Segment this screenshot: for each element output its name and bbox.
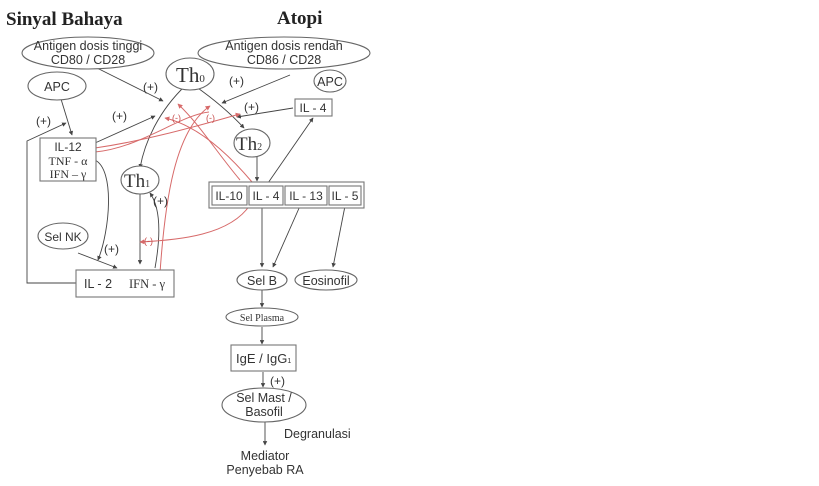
ige-label: IgE / IgG1	[236, 351, 291, 366]
node-apc-left: APC	[27, 71, 87, 101]
edge-il5-to-eosinofil	[331, 205, 346, 268]
cytokine-il13: IL - 13	[289, 189, 323, 203]
antigen-high-line2: CD80 / CD28	[51, 53, 125, 67]
edge-cytokines-to-il4	[267, 117, 314, 184]
node-il2-ifn-box: IL - 2 IFN - γ	[75, 269, 175, 298]
edge-il4-to-th	[236, 107, 294, 119]
edge-antigen-high-to-th	[96, 67, 164, 102]
cytokine-il5: IL - 5	[332, 189, 359, 203]
node-eosinofil: Eosinofil	[294, 269, 358, 291]
label-plus-il4: (+)	[244, 100, 259, 114]
edge-il12-inhibit-line	[94, 111, 210, 153]
node-th1: Th1	[120, 165, 160, 195]
edge-il2-feedback-to-apc	[26, 122, 76, 284]
th1-label: Th1	[124, 171, 150, 192]
edge-antigen-low-to-th	[221, 74, 291, 104]
edge-th0-to-th2	[194, 85, 245, 129]
activation-edges	[26, 67, 346, 446]
node-sel-mast: Sel Mast / Basofil	[221, 387, 307, 423]
edge-il13-to-selb	[272, 205, 301, 268]
label-plus-ifn-th1: (+)	[153, 194, 168, 208]
label-plus-ige: (+)	[270, 374, 285, 388]
il4-top-label: IL - 4	[300, 101, 327, 115]
sel-b-label: Sel B	[247, 274, 277, 288]
apc-right-label: APC	[317, 75, 343, 89]
node-th2: Th2	[233, 128, 271, 158]
edge-nk-to-il2	[77, 252, 118, 269]
label-plus-nk: (+)	[104, 242, 119, 256]
node-th0: Th0	[165, 57, 215, 91]
heading-atopi: Atopi	[277, 8, 322, 29]
il2-label: IL - 2	[84, 277, 112, 291]
antigen-high-line1: Antigen dosis tinggi	[34, 39, 142, 53]
sel-plasma-label: Sel Plasma	[240, 313, 285, 324]
edge-il12-to-th	[94, 115, 156, 144]
edge-apc-to-il12	[60, 98, 74, 136]
label-plus-antigen-high: (+)	[143, 80, 158, 94]
edge-ifn-inhibits-th2	[159, 105, 211, 274]
node-sel-b: Sel B	[236, 269, 288, 291]
node-apc-right: APC	[313, 69, 347, 93]
node-ige-box: IgE / IgG1	[230, 344, 297, 372]
node-sel-nk: Sel NK	[37, 222, 89, 250]
cytokine-il10: IL-10	[215, 189, 243, 203]
inhibition-edges	[94, 103, 253, 274]
edge-il12-inhibits-th2	[94, 112, 241, 149]
il12-label: IL-12	[54, 140, 82, 154]
mediator-line1: Mediator	[241, 449, 290, 463]
antigen-low-line2: CD86 / CD28	[247, 53, 321, 67]
node-antigen-low: Antigen dosis rendah CD86 / CD28	[197, 36, 371, 70]
sel-mast-line2: Basofil	[245, 405, 283, 419]
degranulasi-label: Degranulasi	[284, 427, 351, 441]
label-plus-antigen-low: (+)	[229, 74, 244, 88]
cytokine-box-il10	[211, 185, 248, 206]
node-mediator: Mediator Penyebab RA	[226, 449, 304, 477]
edge-th0-to-th1	[138, 85, 186, 169]
apc-left-label: APC	[44, 80, 70, 94]
th0-label: Th0	[176, 63, 205, 87]
label-plus-il12: (+)	[112, 109, 127, 123]
th2-label: Th2	[236, 134, 262, 155]
edge-il4-inhibits-th1	[164, 116, 253, 183]
ifn-label: IFN – γ	[50, 167, 87, 181]
node-cytokine-group: IL-10 IL - 4 IL - 13 IL - 5	[208, 181, 365, 209]
antigen-low-line1: Antigen dosis rendah	[225, 39, 342, 53]
label-plus-apc: (+)	[36, 114, 51, 128]
cytokine-box-il5	[328, 185, 362, 206]
tnf-label: TNF - α	[49, 154, 89, 168]
node-sel-plasma: Sel Plasma	[225, 307, 299, 327]
heading-sinyal-bahaya: Sinyal Bahaya	[6, 9, 123, 30]
node-antigen-high: Antigen dosis tinggi CD80 / CD28	[21, 36, 155, 70]
cytokine-box-il13	[284, 185, 328, 206]
edge-il4-inhibits-ifn	[139, 204, 251, 245]
edge-labels: (+) (+) (+) (+) (+) (+) (+) (+) (-) (-) …	[36, 74, 285, 388]
node-il12-box: IL-12 TNF - α IFN – γ	[39, 137, 97, 182]
node-il4-top: IL - 4	[294, 98, 333, 117]
cytokine-box-il4	[248, 185, 284, 206]
edge-ifn-to-th1	[149, 192, 160, 269]
cytokine-il4: IL - 4	[253, 189, 280, 203]
label-minus-3: (-)	[144, 236, 153, 246]
sel-mast-line1: Sel Mast /	[236, 391, 292, 405]
eosinofil-label: Eosinofil	[302, 274, 349, 288]
sel-nk-label: Sel NK	[44, 230, 81, 244]
label-minus-1: (-)	[172, 113, 181, 123]
mediator-line2: Penyebab RA	[226, 463, 304, 477]
ifn-gamma-label: IFN - γ	[129, 277, 166, 291]
label-minus-2: (-)	[206, 113, 215, 123]
edge-il12-to-il2	[94, 159, 109, 261]
